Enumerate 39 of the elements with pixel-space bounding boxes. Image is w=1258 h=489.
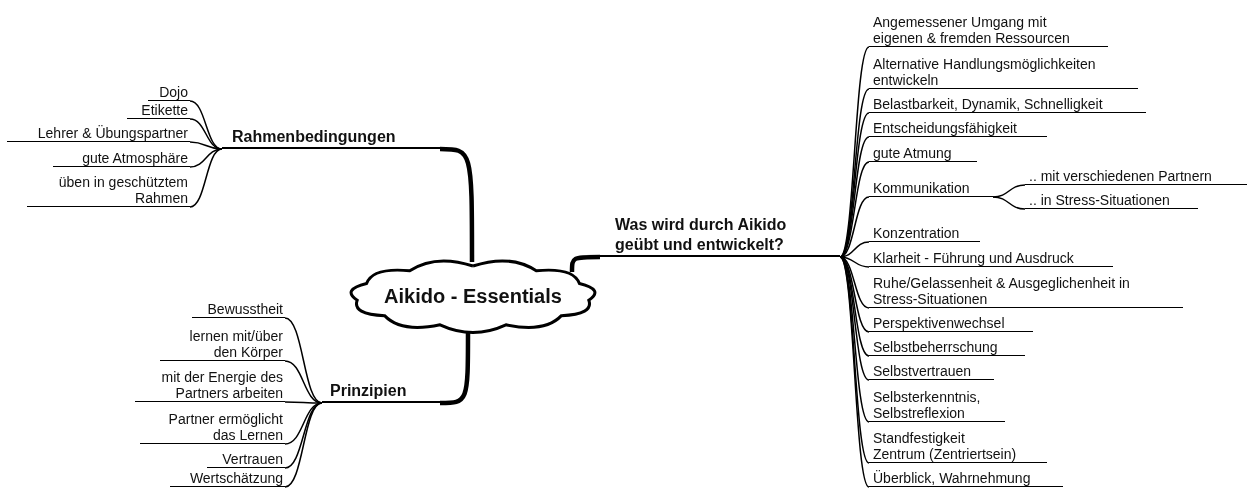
branch-topic: Etikette — [127, 102, 190, 119]
branch-topic: Bewusstheit — [192, 301, 285, 318]
branch-line — [569, 254, 600, 272]
branch-line — [189, 141, 223, 150]
branch-topic: Ruhe/Gelassenheit & Ausgeglichenheit in Stress-Situationen — [869, 275, 1183, 308]
branch-line — [189, 148, 223, 168]
branch-topic: Alternative Handlungsmöglichkeiten entwickeln — [869, 56, 1138, 89]
branch-topic: Überblick, Wahrnehmung — [869, 470, 1063, 487]
branch-topic: Vertrauen — [207, 451, 285, 468]
branch-topic: üben in geschütztem Rahmen — [27, 174, 190, 207]
main-branch-topic: Rahmenbedingungen — [222, 127, 440, 149]
branch-topic: Konzentration — [869, 225, 980, 242]
main-branch-topic: Was wird durch Aikido geübt und entwickelt? — [600, 215, 840, 257]
branch-topic: Entscheidungsfähigkeit — [869, 120, 1047, 137]
main-branch-topic: Prinzipien — [322, 381, 440, 403]
branch-topic: Selbsterkenntnis, Selbstreflexion — [869, 389, 1005, 422]
branch-line — [284, 402, 323, 488]
branch-line — [189, 148, 223, 208]
branch-topic: Standfestigkeit Zentrum (Zentriertsein) — [869, 430, 1047, 463]
branch-topic: lernen mit/über den Körper — [160, 328, 285, 361]
branch-topic: Klarheit - Führung und Ausdruck — [869, 250, 1113, 267]
branch-topic: Perspektivenwechsel — [869, 315, 1033, 332]
branch-line — [284, 402, 323, 445]
branch-topic: Selbstbeherrschung — [869, 339, 1025, 356]
central-topic: Aikido - Essentials — [384, 288, 562, 304]
branch-topic: Angemessener Umgang mit eigenen & fremden Ressourcen — [869, 14, 1108, 47]
branch-topic: Dojo — [148, 84, 190, 101]
branch-topic: Selbstvertrauen — [869, 363, 994, 380]
branch-topic: Wertschätzung — [170, 470, 285, 487]
branch-topic: mit der Energie des Partners arbeiten — [135, 369, 285, 402]
branch-topic: .. mit verschiedenen Partnern — [1025, 168, 1247, 185]
branch-topic: gute Atmung — [869, 145, 977, 162]
branch-topic: Belastbarkeit, Dynamik, Schnelligkeit — [869, 96, 1146, 113]
branch-topic: gute Atmosphäre — [53, 150, 190, 167]
branch-topic: Lehrer & Übungspartner — [7, 125, 190, 142]
branch-topic: Kommunikation — [869, 180, 993, 197]
branch-topic: .. in Stress-Situationen — [1025, 192, 1198, 209]
branch-topic: Partner ermöglicht das Lernen — [140, 411, 285, 444]
branch-line — [992, 196, 1026, 210]
